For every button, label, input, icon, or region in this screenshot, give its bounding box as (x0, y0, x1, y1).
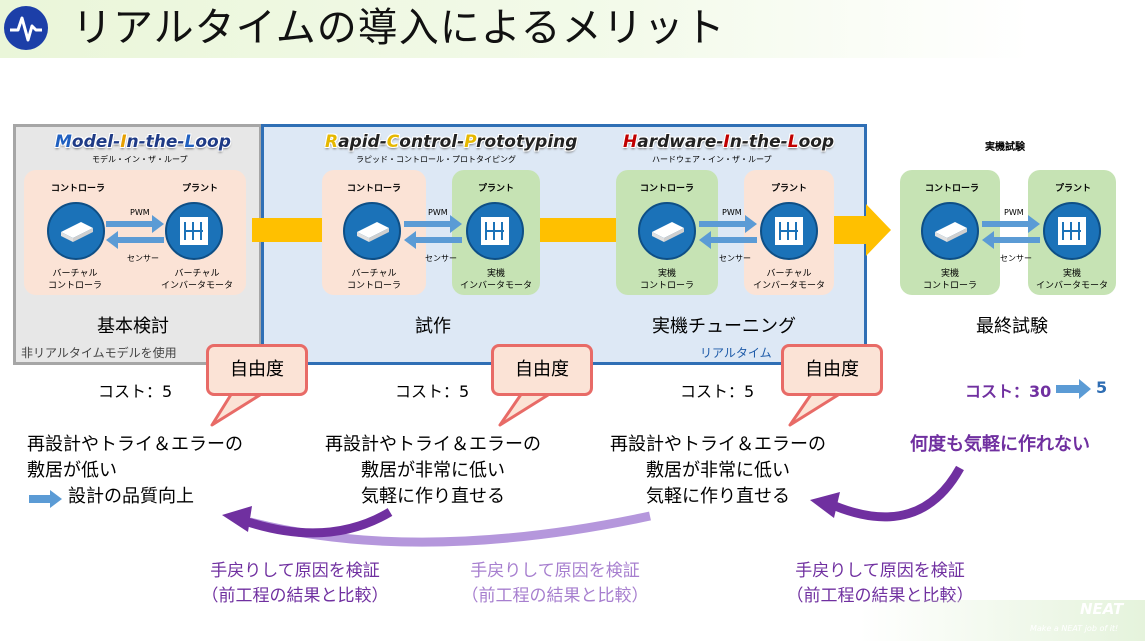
stage-name-mil: 基本検討 (97, 316, 169, 337)
signal-arrows (106, 215, 164, 249)
plant-label: 実機 インバータモータ (459, 269, 532, 291)
pwm-label: PWM (722, 208, 742, 217)
benefit-text: 気軽に作り直せる (646, 486, 790, 507)
plant-header: プラント (477, 184, 514, 194)
waveform-icon (4, 6, 48, 50)
inverter-motor-icon (760, 202, 818, 260)
non-realtime-note: 非リアルタイムモデルを使用 (21, 346, 177, 360)
flow-arrow-2 (540, 218, 618, 242)
realtime-note: リアルタイム (700, 346, 772, 360)
freedom-bubble: 自由度 (206, 344, 308, 396)
benefit-text: 気軽に作り直せる (361, 486, 505, 507)
signal-arrows (982, 215, 1040, 249)
flow-arrow-1 (252, 218, 324, 242)
controller-header: コントローラ (50, 184, 105, 194)
benefit-text: 再設計やトライ＆エラーの (27, 434, 243, 455)
benefit-text: 敷居が低い (27, 460, 117, 481)
controller-device-icon (343, 202, 401, 260)
controller-header: コントローラ (346, 184, 401, 194)
stage-head-final: 実機試験 (985, 142, 1025, 153)
freedom-bubble: 自由度 (491, 344, 593, 396)
watermark-tagline: Make a NEAT job of it! (1030, 624, 1119, 633)
controller-device-icon (47, 202, 105, 260)
controller-label: バーチャル コントローラ (346, 269, 401, 291)
watermark-brand: NEAT (1080, 600, 1124, 618)
feedback-text: （前工程の結果と比較） (461, 586, 649, 606)
controller-device-icon (921, 202, 979, 260)
controller-device-icon (638, 202, 696, 260)
inverter-motor-icon (466, 202, 524, 260)
stage-head-hil: Hardware-In-the-Loop (623, 132, 835, 152)
cost-label: コスト：5 (98, 382, 173, 401)
controller-label: バーチャル コントローラ (47, 269, 102, 291)
stage-sub-rcp: ラピッド・コントロール・プロトタイピング (356, 155, 516, 164)
plant-label: 実機 インバータモータ (1035, 269, 1108, 291)
plant-label: バーチャル インバータモータ (752, 269, 825, 291)
pwm-label: PWM (130, 208, 150, 217)
sensor-label: センサー (1000, 254, 1032, 263)
controller-header: コントローラ (924, 184, 979, 194)
inverter-motor-icon (1043, 202, 1101, 260)
stage-name-rcp: 試作 (415, 316, 451, 337)
benefit-text: 再設計やトライ＆エラーの (610, 434, 826, 455)
controller-label: 実機 コントローラ (922, 269, 977, 291)
plant-header: プラント (1054, 184, 1091, 194)
benefit-text: 設計の品質向上 (68, 486, 194, 507)
benefit-text: 再設計やトライ＆エラーの (325, 434, 541, 455)
final-cost-to: 5 (1096, 378, 1108, 397)
stage-head-rcp: Rapid-Control-Prototyping (325, 132, 578, 152)
stage-sub-mil: モデル・イン・ザ・ループ (92, 155, 188, 164)
arrow-right-icon (29, 490, 62, 508)
final-note: 何度も気軽に作れない (910, 434, 1090, 455)
benefit-text: 敷居が非常に低い (361, 460, 505, 481)
stage-name-final: 最終試験 (976, 316, 1048, 337)
controller-label: 実機 コントローラ (639, 269, 694, 291)
plant-label: バーチャル インバータモータ (160, 269, 233, 291)
feedback-text: （前工程の結果と比較） (201, 586, 389, 606)
pwm-label: PWM (1004, 208, 1024, 217)
plant-header: プラント (770, 184, 807, 194)
page-title: リアルタイムの導入によるメリット (72, 5, 726, 51)
inverter-motor-icon (165, 202, 223, 260)
sensor-label: センサー (425, 254, 457, 263)
pwm-label: PWM (428, 208, 448, 217)
benefit-text: 敷居が非常に低い (646, 460, 790, 481)
sensor-label: センサー (127, 254, 159, 263)
freedom-bubble: 自由度 (781, 344, 883, 396)
stage-name-hil: 実機チューニング (652, 316, 796, 337)
plant-header: プラント (181, 184, 218, 194)
signal-arrows (699, 215, 757, 249)
cost-label: コスト：5 (395, 382, 470, 401)
feedback-text: 手戻りして原因を検証 (210, 561, 380, 581)
cost-label: コスト：5 (680, 382, 755, 401)
flow-arrow-3 (834, 204, 891, 256)
signal-arrows (404, 215, 462, 249)
controller-header: コントローラ (639, 184, 694, 194)
sensor-label: センサー (719, 254, 751, 263)
feedback-text: 手戻りして原因を検証 (470, 561, 640, 581)
title-bar (0, 0, 1145, 58)
feedback-text: 手戻りして原因を検証 (795, 561, 965, 581)
cost-arrow-icon (1056, 379, 1091, 399)
final-cost-from: コスト：30 (965, 382, 1052, 401)
stage-sub-hil: ハードウェア・イン・ザ・ループ (652, 155, 772, 164)
stage-head-mil: Model-In-the-Loop (55, 132, 231, 152)
watermark-band (860, 600, 1145, 641)
